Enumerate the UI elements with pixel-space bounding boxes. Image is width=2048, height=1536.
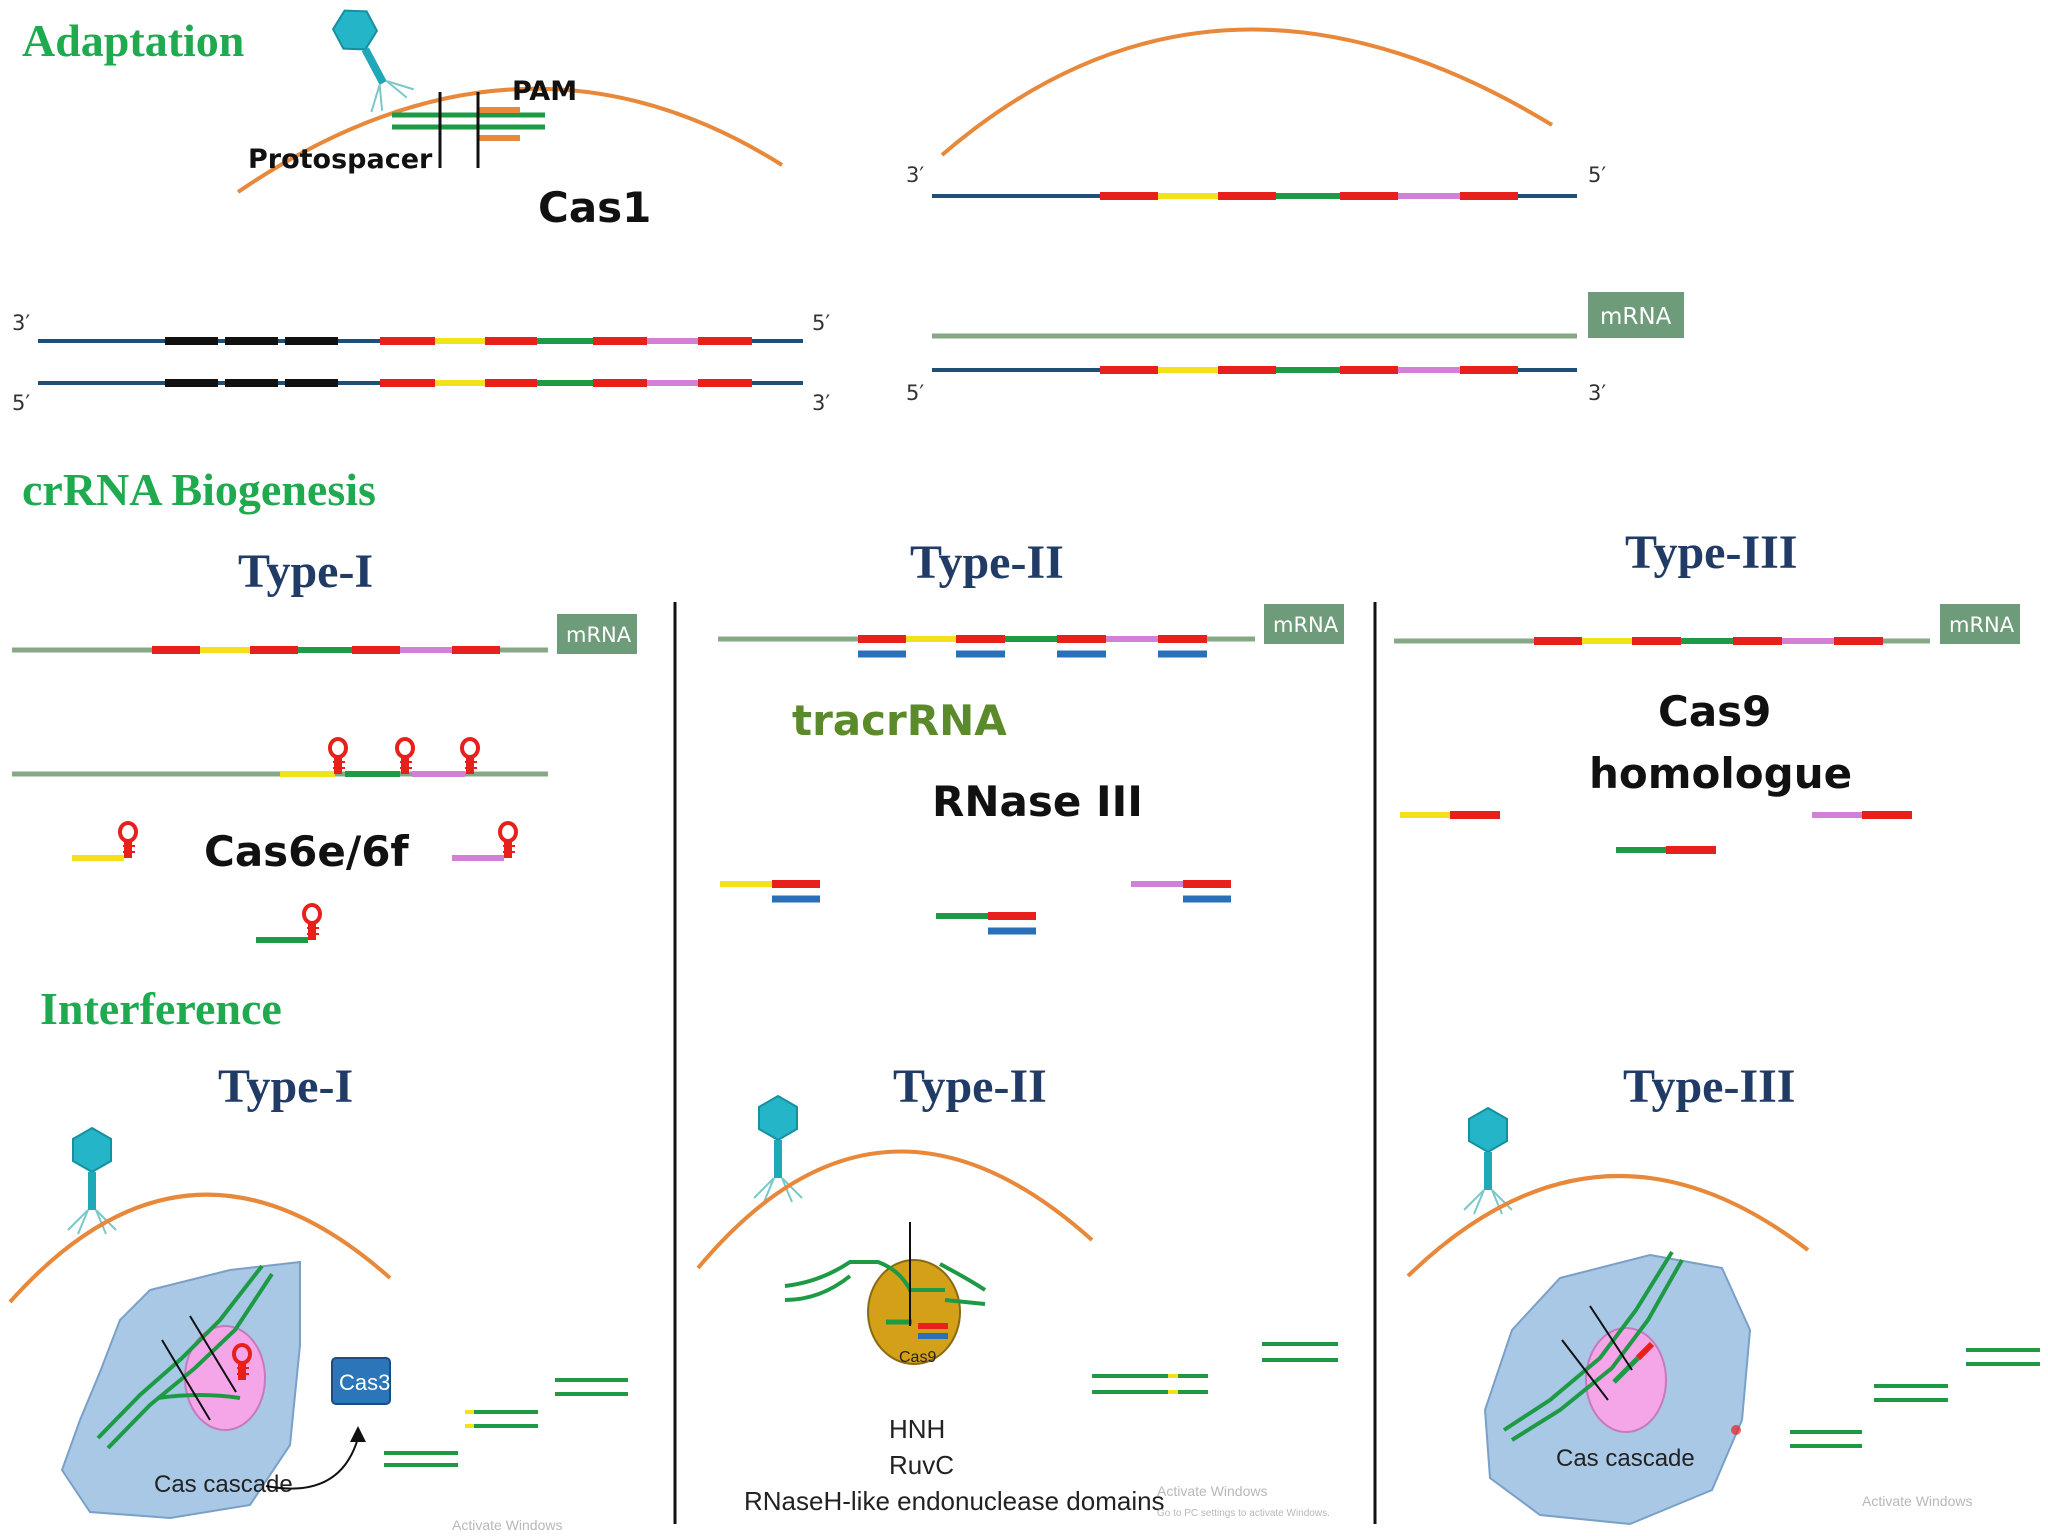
cas9-label: Cas9 [1658, 687, 1771, 736]
mrna-label: mRNA [1273, 613, 1339, 637]
ruvc-label: RuvC [889, 1450, 954, 1480]
protospacer-label: Protospacer [248, 144, 433, 175]
mrna-badge [1264, 604, 1344, 644]
arrow-head [350, 1426, 366, 1442]
target-dna [1502, 1250, 1674, 1432]
guide-rna [1635, 1341, 1655, 1361]
rnase-label: RNase III [932, 777, 1143, 826]
phage-icon [322, 0, 417, 117]
cut-line [161, 1339, 211, 1421]
type-heading: Type-III [1625, 526, 1797, 579]
cas3-badge [331, 1357, 391, 1405]
hairpin-icon [460, 737, 480, 776]
prime-label: 5′ [812, 311, 830, 335]
hairpin-icon [328, 737, 348, 776]
type-heading: Type-I [238, 545, 373, 598]
hnh-label: HNH [889, 1414, 945, 1444]
type-heading: Type-I [218, 1060, 353, 1113]
mrna-label: mRNA [1600, 304, 1672, 330]
mrna-badge [1940, 604, 2020, 644]
tracrrna-label: tracrRNA [792, 696, 1007, 745]
target-dna [784, 1274, 852, 1302]
target-dna [157, 1393, 241, 1400]
prime-label: 3′ [1588, 381, 1606, 405]
cas-cascade-label: Cas cascade [154, 1471, 293, 1498]
guide-rna [1612, 1356, 1640, 1384]
type-heading: Type-II [893, 1060, 1047, 1113]
watermark: Activate Windows [1862, 1493, 1972, 1509]
prime-label: 5′ [906, 381, 924, 405]
type-heading: Type-II [910, 536, 1064, 589]
membrane-arc [1406, 1174, 1810, 1278]
section-title-biogenesis: crRNA Biogenesis [22, 464, 376, 515]
membrane-arc [8, 1192, 392, 1304]
cut-line [189, 1315, 237, 1393]
cas3-arrow [265, 1437, 359, 1490]
watermark: Activate Windows [452, 1517, 562, 1533]
cas6-label: Cas6e/6f [204, 827, 409, 876]
phage-icon [753, 1095, 803, 1203]
crrna-duplex [720, 880, 820, 903]
phage-icon [1463, 1107, 1513, 1215]
membrane-arc [696, 1149, 1094, 1270]
pam-label: PAM [512, 76, 577, 107]
prime-label: 5′ [1588, 163, 1606, 187]
section-title-interference: Interference [40, 983, 282, 1034]
target-dna [784, 1260, 945, 1292]
cas1-label: Cas1 [538, 183, 651, 232]
degraded-dna [384, 1378, 628, 1467]
target-dna [1510, 1259, 1684, 1442]
section-title-adaptation: Adaptation [22, 15, 244, 66]
dot-icon [1731, 1425, 1741, 1435]
hairpin-icon [302, 903, 322, 942]
target-dna [96, 1264, 264, 1440]
cas-cascade-label: Cas cascade [1556, 1445, 1695, 1472]
prime-label: 3′ [812, 391, 830, 415]
mrna-badge [557, 614, 637, 654]
cas-cascade-body [60, 1260, 301, 1520]
target-dna [106, 1272, 274, 1450]
crrna-duplex [1131, 880, 1231, 903]
membrane-arc [236, 86, 784, 194]
hairpin-icon [498, 821, 518, 860]
hairpin-icon [395, 737, 415, 776]
degraded-dna [1790, 1348, 2040, 1448]
rnaseh-label: RNaseH-like endonuclease domains [744, 1486, 1165, 1516]
phage-icon [67, 1127, 117, 1235]
cas3-label: Cas3 [339, 1370, 390, 1395]
mrna-badge [1588, 292, 1684, 338]
crrna-duplex [936, 912, 1036, 935]
watermark: Go to PC settings to activate Windows. [1157, 1508, 1330, 1519]
type-heading: Type-III [1623, 1060, 1795, 1113]
cas9-protein-label: Cas9 [899, 1349, 936, 1366]
cas9-label: homologue [1589, 749, 1852, 798]
target-dna [939, 1262, 987, 1292]
degraded-dna [1092, 1342, 1338, 1394]
watermark: Activate Windows [1157, 1483, 1267, 1499]
mrna-label: mRNA [566, 623, 632, 647]
hairpin-icon [118, 821, 138, 860]
cut-line [1589, 1305, 1633, 1371]
target-dna [944, 1298, 986, 1306]
prime-label: 5′ [12, 391, 30, 415]
prime-label: 3′ [906, 163, 924, 187]
mrna-label: mRNA [1949, 613, 2015, 637]
membrane-arc [940, 27, 1554, 157]
cut-line [1561, 1339, 1609, 1401]
prime-label: 3′ [12, 311, 30, 335]
